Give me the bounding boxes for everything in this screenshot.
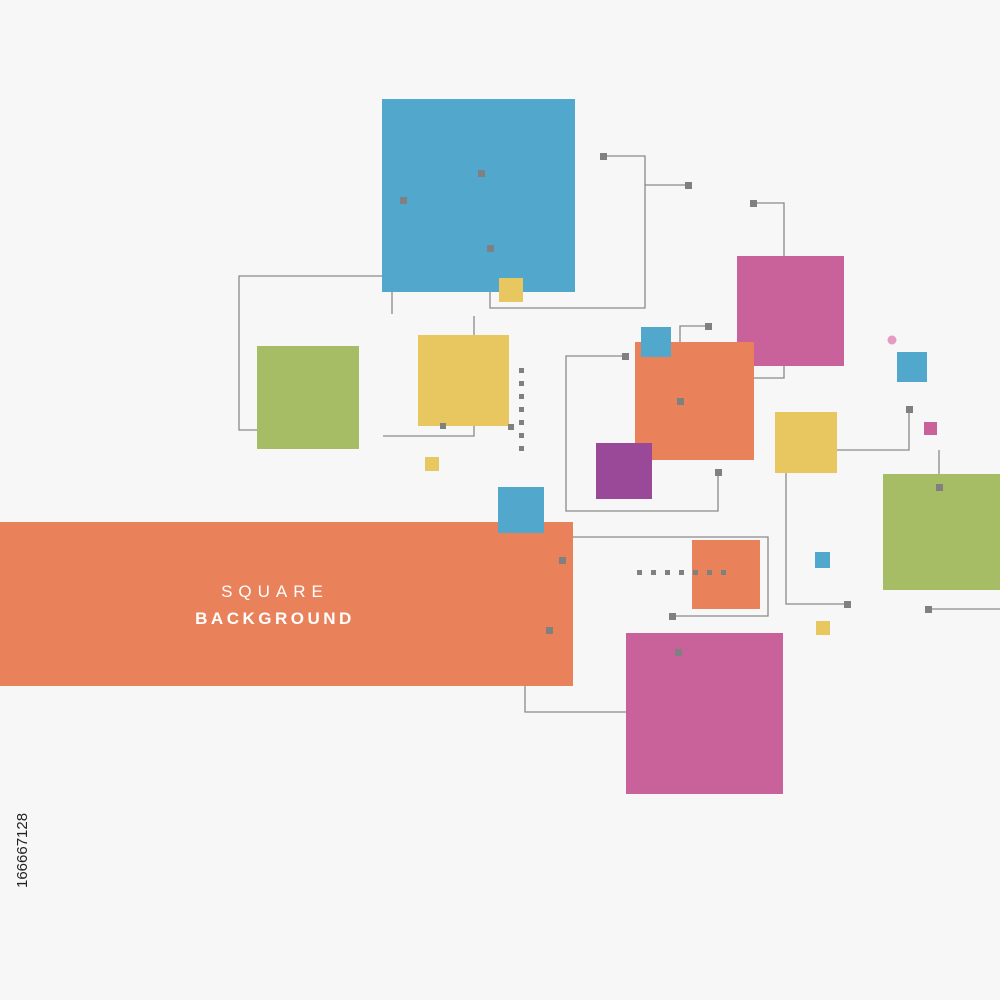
pink-dot [887,335,897,345]
yellow-square-tiny [816,621,830,635]
blue-square-tiny [815,552,830,568]
blue-square-small [498,487,544,533]
yellow-square-center [418,335,509,426]
pink-square-bottom [626,633,783,794]
yellow-square-tiny [425,457,439,471]
green-square-right [883,474,1000,590]
banner-title: BACKGROUND [195,609,355,628]
banner-subtitle: SQUARE [221,582,329,601]
yellow-square-right [775,412,837,473]
stock-id-label: 166667128 [12,768,34,888]
purple-square [596,443,652,499]
pink-square-tiny [924,422,937,435]
blue-square-small [897,352,927,382]
orange-square-center [635,342,754,460]
orange-banner [0,522,573,686]
stock-id-text: 166667128 [14,812,31,888]
green-square-left [257,346,359,449]
pink-square-top-right [737,256,844,366]
yellow-square-tiny [499,278,523,302]
blue-square-large [382,99,575,292]
connector-nodes [400,153,943,656]
blue-square-small [641,327,671,357]
